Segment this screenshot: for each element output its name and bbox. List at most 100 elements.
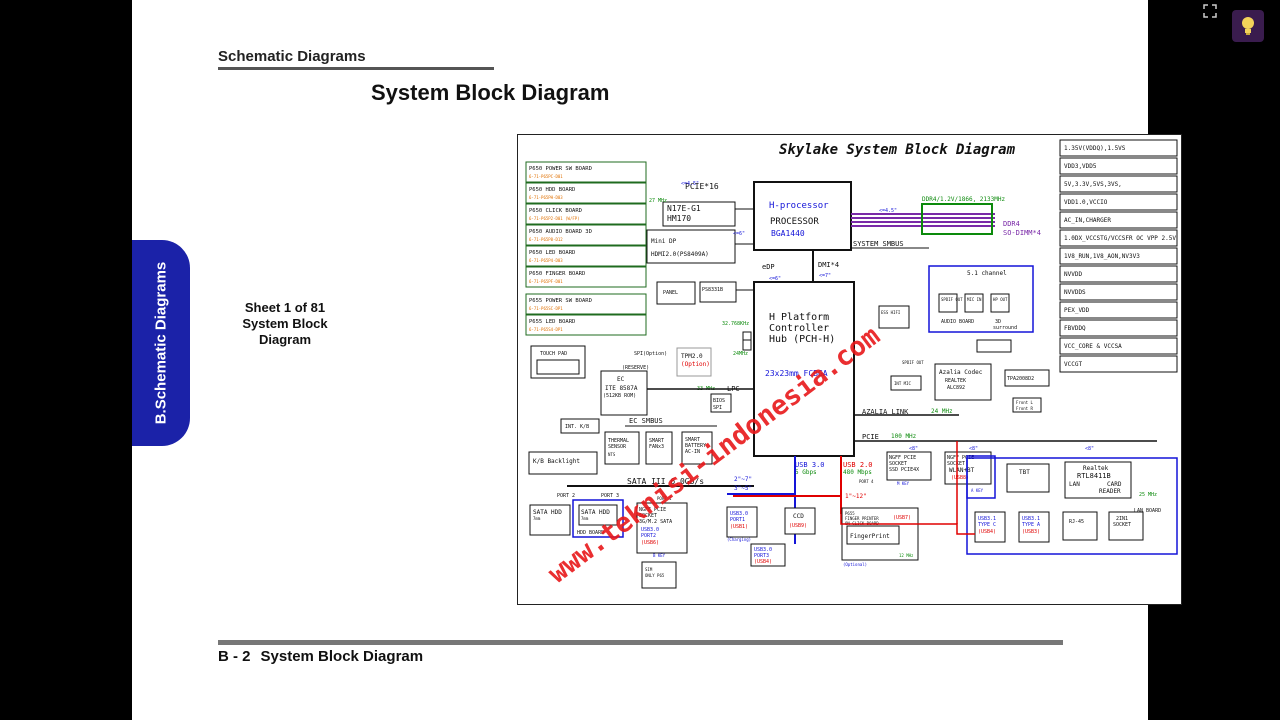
ec-smbus-label: EC SMBUS <box>629 417 663 425</box>
cpu-line-1: H-processor <box>769 201 829 211</box>
usb-port1-line-3: (USB1) <box>730 524 748 530</box>
board-name: P650 CLICK BOARD <box>529 208 582 214</box>
tbt-box <box>1006 463 1050 493</box>
usb-typec-box <box>974 511 1006 543</box>
fp-line-1: P655 <box>845 511 855 516</box>
power-rail-label: NVVDDS <box>1064 289 1086 296</box>
thermal-line-1: THERMAL <box>608 438 629 444</box>
usb20-speed: 480 Mbps <box>843 469 872 476</box>
int-mic-label: INT MIC <box>894 381 911 386</box>
usb-typea-line-1: USB3.1 <box>1022 516 1040 522</box>
touchpad-pad <box>536 359 580 375</box>
cardreader-box <box>1108 511 1144 541</box>
codec-line-2: REALTEK <box>945 378 966 384</box>
realtek-line-1: Realtek <box>1083 465 1109 472</box>
ngff-sata-line-3: 3G/M.2 SATA <box>639 519 672 525</box>
ddr4-length: <=4.5" <box>879 208 897 214</box>
lan-board-frame <box>966 457 1178 555</box>
sata-hdd-2-label: SATA HDD <box>581 509 610 516</box>
board-name: P655 POWER SW BOARD <box>529 298 592 304</box>
wlan-line-2: SOCKET <box>947 461 965 467</box>
board-name: P650 HDD BOARD <box>529 187 575 193</box>
power-rail-box <box>1059 139 1178 157</box>
board-name: P650 POWER SW BOARD <box>529 166 592 172</box>
ngff-usb-line-3: (USB6) <box>641 540 659 546</box>
sheet-number: Sheet 1 of 81 <box>244 300 326 315</box>
ssd-key: M KEY <box>897 481 910 486</box>
chapter-tab-label: B.Schematic Diagrams <box>152 261 170 425</box>
board-code: 6-71-P65P8-D12 <box>529 237 563 242</box>
tpm-line-2: (Option) <box>681 361 710 368</box>
port2-label: PORT 2 <box>557 493 575 499</box>
thermal-line-2: SENSOR <box>608 444 627 450</box>
board-code: 6-71-P65SC-DP1 <box>529 306 563 311</box>
azalia-label: AZALIA LINK <box>862 408 909 416</box>
manual-page: Schematic Diagrams System Block Diagram … <box>132 0 1182 720</box>
fan-box <box>645 431 673 465</box>
rtc-clock: 32.768KHz <box>722 321 749 327</box>
wlan-line-1: NGFF PCIE <box>947 455 974 461</box>
power-rail-box <box>1059 193 1178 211</box>
card-line-1: CARD <box>1107 481 1122 488</box>
ssd-line-1: NGFF PCIE <box>889 455 916 461</box>
usb-typea-line-2: TYPE A <box>1022 522 1040 528</box>
hdd-board <box>572 499 624 538</box>
lightbulb-button[interactable] <box>1232 10 1264 42</box>
spdif-jack-label: SPDIF OUT <box>941 297 963 302</box>
gpu-clock: 27 MHz <box>649 198 667 204</box>
ssd-line-2: SOCKET <box>889 461 907 467</box>
fp-clock: 12 MHz <box>899 553 914 558</box>
sata-hdd-2 <box>578 504 618 526</box>
hdmi-label: HDMI2.0(PS8409A) <box>651 251 709 258</box>
ess-hifi-box <box>878 305 910 329</box>
kb-backlight-label: K/B Backlight <box>533 458 580 465</box>
block-diagram: Skylake System Block Diagram 1.35V(VDDQ)… <box>517 134 1182 605</box>
speaker-line-1: Front L <box>1016 400 1033 405</box>
ccd-box <box>784 507 816 535</box>
usb30-speed: 5 Gbps <box>795 469 817 476</box>
board-code: 6-71-P65S4-DP1 <box>529 327 563 332</box>
speaker-line-2: Front R <box>1016 406 1033 411</box>
board-box <box>525 203 647 225</box>
board-name: P650 LED BOARD <box>529 250 575 256</box>
usb-port1-line-2: PORT1 <box>730 517 745 523</box>
port1-label: PORT 1 <box>657 496 672 501</box>
tpm-box <box>676 347 712 377</box>
pcie-length-2: <8" <box>969 446 978 452</box>
power-rail-label: VDD1.0,VCCIO <box>1064 199 1108 206</box>
expand-icon[interactable] <box>1203 4 1217 18</box>
ess-hifi-label: ESS HIFI <box>881 310 901 315</box>
intkb-box <box>560 418 600 434</box>
gpu-line-1: N17E-G1 <box>667 204 701 213</box>
pcie16-length: <=4.5" <box>681 181 699 187</box>
usb-length-1: 2"~7" <box>734 476 752 483</box>
page-title: System Block Diagram <box>371 80 610 105</box>
rj45-label: RJ-45 <box>1069 519 1084 525</box>
fp-label: FingerPrint <box>850 533 890 540</box>
usb-length-2: 3"~5" <box>734 485 752 492</box>
cpu-box <box>753 181 852 251</box>
pch-crystal <box>742 339 752 351</box>
board-box <box>525 224 647 246</box>
battery-line-1: SMART <box>685 437 700 443</box>
usb-typec-line-1: USB3.1 <box>978 516 996 522</box>
hp-jack <box>990 293 1010 313</box>
power-rail-label: VCCGT <box>1064 361 1082 368</box>
sata-label: SATA III 6.0Gb/s <box>627 477 704 486</box>
sata-hdd-1 <box>529 504 571 536</box>
ngff-usb-line-1: USB3.0 <box>641 527 659 533</box>
power-rail-label: 1.35V(VDDQ),1.5VS <box>1064 145 1126 152</box>
lan-clock: 25 MHz <box>1139 492 1157 498</box>
power-rail-label: AC_IN,CHARGER <box>1064 217 1111 224</box>
usb-port3-line-1: USB3.0 <box>754 547 772 553</box>
cpu-line-2: PROCESSOR <box>770 217 819 227</box>
azalia-clock: 24 MHz <box>931 408 953 415</box>
kb-backlight-box <box>528 451 598 475</box>
chapter-tab[interactable]: B.Schematic Diagrams <box>132 240 190 446</box>
fp-usb: (USB7) <box>893 515 911 521</box>
lightbulb-icon <box>1242 17 1254 35</box>
fan-line-2: FANx3 <box>649 444 664 450</box>
tpa-label: TPA2008D2 <box>1007 376 1034 382</box>
power-rail-label: 5V,3.3V,5VS,3VS, <box>1064 181 1122 188</box>
board-code: 6-71-P65PH-D03 <box>529 195 563 200</box>
